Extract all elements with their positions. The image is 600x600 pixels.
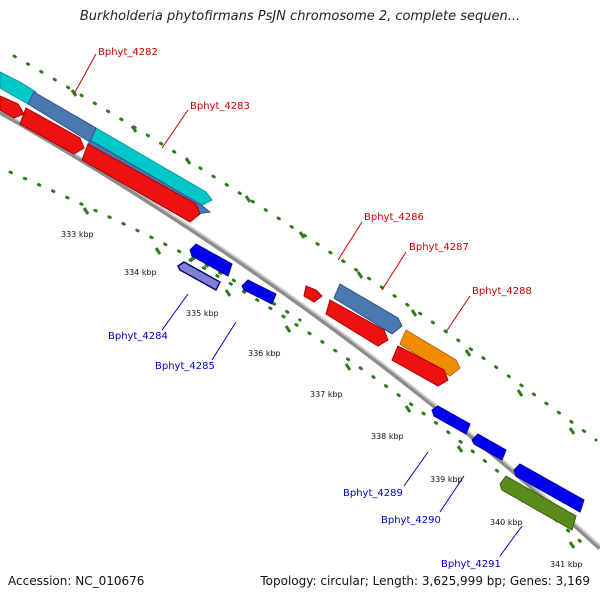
gene-red-2[interactable]: [19, 107, 85, 155]
tick-label-341: 341 kbp: [550, 560, 583, 569]
leader-lines: [73, 53, 523, 557]
gene-bphyt-4289[interactable]: [431, 405, 471, 435]
leader-bphyt-4290: [439, 475, 465, 513]
map-title: Burkholderia phytofirmans PsJN chromosom…: [79, 9, 521, 24]
gene-red-3[interactable]: [81, 143, 201, 223]
label-bphyt-4284[interactable]: Bphyt_4284: [108, 331, 168, 342]
major-tick: [568, 427, 576, 435]
leader-bphyt-4282: [73, 53, 97, 95]
gene-bphyt-4287[interactable]: [333, 283, 403, 335]
tick-label-340: 340 kbp: [490, 518, 523, 527]
tick-label-335: 335 kbp: [186, 309, 219, 318]
major-tick: [456, 445, 464, 453]
gene-blue-1[interactable]: [189, 243, 233, 277]
label-bphyt-4289[interactable]: Bphyt_4289: [343, 488, 403, 499]
tick-rows: [8, 54, 598, 552]
gene-blue-2[interactable]: [513, 463, 585, 513]
leader-bphyt-4291: [499, 525, 523, 557]
major-ticks-inner: [82, 207, 576, 549]
major-tick: [568, 541, 576, 549]
leader-bphyt-4285: [211, 321, 237, 361]
major-ticks-outer: [70, 89, 576, 435]
tick-label-339: 339 kbp: [430, 475, 463, 484]
leader-bphyt-4284: [161, 293, 189, 331]
outer-tick-row: [12, 54, 598, 442]
major-tick: [344, 363, 352, 371]
major-tick: [224, 289, 232, 297]
major-tick: [184, 157, 192, 165]
tick-label-334: 334 kbp: [124, 268, 157, 277]
topology-text: Topology: circular; Length: 3,625,999 bp…: [260, 574, 590, 588]
label-bphyt-4283[interactable]: Bphyt_4283: [190, 101, 250, 112]
accession-text: Accession: NC_010676: [8, 574, 145, 588]
leader-bphyt-4287: [381, 251, 407, 291]
tick-label-336: 336 kbp: [248, 349, 281, 358]
gene-bphyt-4291[interactable]: [499, 475, 577, 531]
leader-bphyt-4283: [161, 109, 189, 149]
label-bphyt-4287[interactable]: Bphyt_4287: [409, 242, 469, 253]
label-bphyt-4282[interactable]: Bphyt_4282: [98, 47, 158, 58]
label-bphyt-4290[interactable]: Bphyt_4290: [381, 515, 441, 526]
major-tick: [284, 325, 292, 333]
gene-red-5[interactable]: [391, 345, 449, 387]
label-bphyt-4286[interactable]: Bphyt_4286: [364, 212, 424, 223]
major-tick: [516, 389, 524, 397]
gene-red-4[interactable]: [325, 299, 389, 347]
major-tick: [82, 207, 90, 215]
tick-labels: 333 kbp 334 kbp 335 kbp 336 kbp 337 kbp …: [61, 230, 583, 569]
leader-bphyt-4289: [403, 451, 429, 487]
tick-label-337: 337 kbp: [310, 390, 343, 399]
gene-bphyt-4286[interactable]: [303, 285, 323, 303]
major-tick: [130, 125, 138, 133]
reverse-genes: [177, 243, 585, 531]
major-tick: [298, 231, 306, 239]
gene-labels: Bphyt_4282 Bphyt_4283 Bphyt_4286 Bphyt_4…: [98, 47, 532, 570]
tick-label-338: 338 kbp: [371, 432, 404, 441]
label-bphyt-4288[interactable]: Bphyt_4288: [472, 286, 532, 297]
gene-bphyt-4290[interactable]: [471, 433, 507, 461]
forward-genes: [0, 71, 461, 387]
major-tick: [244, 195, 252, 203]
major-tick: [154, 247, 162, 255]
tick-label-333: 333 kbp: [61, 230, 94, 239]
leader-bphyt-4286: [337, 221, 363, 261]
label-bphyt-4291[interactable]: Bphyt_4291: [441, 559, 501, 570]
major-tick: [464, 349, 472, 357]
leader-bphyt-4288: [445, 295, 471, 333]
gene-bphyt-4288[interactable]: [399, 329, 461, 377]
inner-tick-row-1: [8, 170, 302, 322]
gene-red-1[interactable]: [0, 95, 25, 119]
gene-bphyt-4284[interactable]: [177, 261, 221, 292]
gene-bphyt-4285[interactable]: [241, 279, 277, 305]
label-bphyt-4285[interactable]: Bphyt_4285: [155, 361, 215, 372]
major-tick: [404, 405, 412, 413]
major-tick: [410, 309, 418, 317]
major-tick: [356, 271, 364, 279]
